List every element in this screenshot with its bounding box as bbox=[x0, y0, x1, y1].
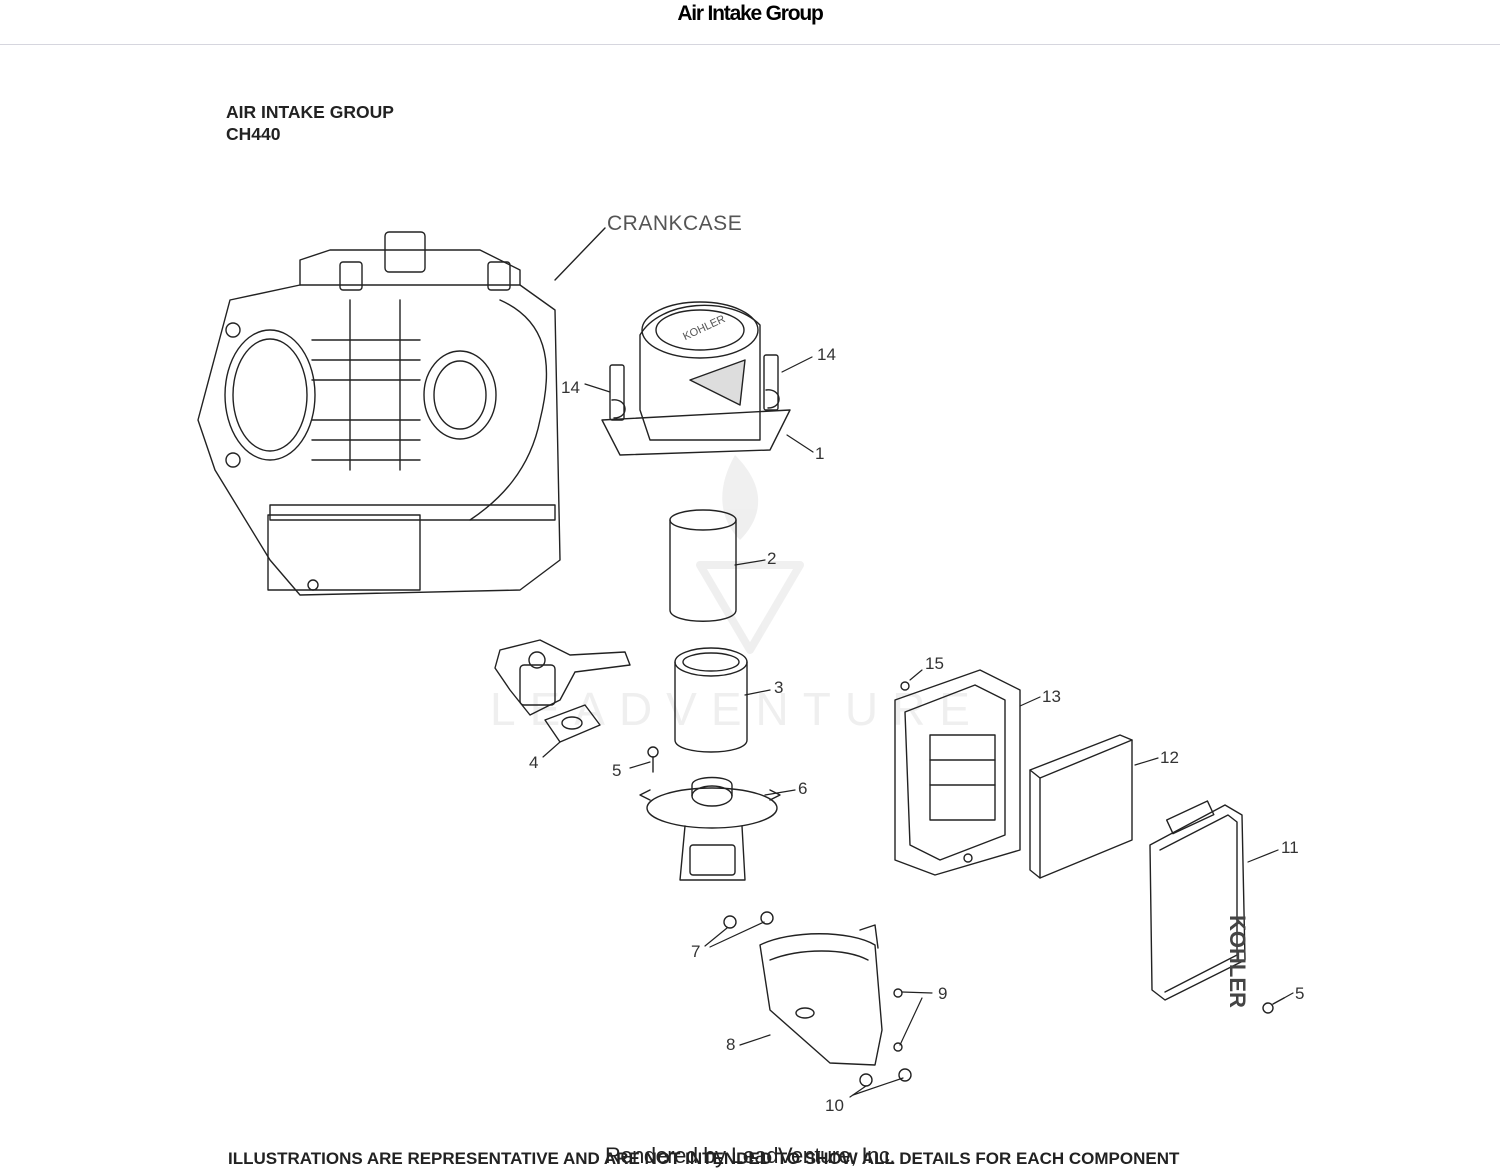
part-13-housing bbox=[895, 670, 1020, 875]
kohler-logo-cover: KOHLER bbox=[681, 313, 727, 343]
kohler-logo-panel: KOHLER bbox=[1225, 915, 1250, 1008]
callout-8: 8 bbox=[726, 1035, 735, 1054]
callout-2: 2 bbox=[767, 549, 776, 568]
part-15-screw bbox=[901, 682, 909, 690]
footer-disclaimer: ILLUSTRATIONS ARE REPRESENTATIVE AND ARE… bbox=[228, 1149, 1180, 1168]
callout-15: 15 bbox=[925, 654, 944, 673]
part-11-cover: KOHLER bbox=[1150, 801, 1250, 1008]
callout-14-right: 14 bbox=[817, 345, 836, 364]
part-3-filter-element bbox=[675, 648, 747, 752]
callout-3: 3 bbox=[774, 678, 783, 697]
callout-5: 5 bbox=[612, 761, 621, 780]
callout-13: 13 bbox=[1042, 687, 1061, 706]
part-5-screw-cover bbox=[1263, 998, 1284, 1013]
part-5-screw bbox=[648, 747, 658, 772]
page-header: Air Intake Group bbox=[0, 0, 1500, 45]
callout-12: 12 bbox=[1160, 748, 1179, 767]
part-4-gasket bbox=[545, 705, 600, 742]
part-14-clips bbox=[610, 355, 779, 420]
part-12-panel-filter bbox=[1030, 735, 1132, 878]
part-6-base-plate bbox=[640, 778, 780, 881]
callout-1: 1 bbox=[815, 444, 824, 463]
part-9-screws bbox=[894, 989, 902, 1051]
part-1-air-cleaner-base: KOHLER bbox=[602, 302, 790, 455]
callout-11: 11 bbox=[1281, 838, 1299, 857]
crankcase-illustration bbox=[198, 228, 605, 595]
page-title: Air Intake Group bbox=[677, 2, 824, 25]
leadventure-watermark: LEADVENTURE bbox=[490, 455, 984, 735]
part-8-shroud bbox=[760, 925, 882, 1065]
part-2-precleaner bbox=[670, 510, 736, 621]
watermark-text: LEADVENTURE bbox=[490, 683, 984, 735]
callout-14-left: 14 bbox=[561, 378, 580, 397]
callout-5-cover: 5 bbox=[1295, 984, 1304, 1003]
footer-rendered-by: Rendered by LeadVenture, Inc. bbox=[604, 1143, 896, 1168]
crankcase-reference-label: CRANKCASE bbox=[607, 212, 742, 235]
callout-9: 9 bbox=[938, 984, 947, 1003]
leader-lines bbox=[542, 356, 1294, 1098]
diagram-heading: AIR INTAKE GROUP CH440 bbox=[226, 101, 394, 145]
callout-7: 7 bbox=[691, 942, 700, 961]
callout-10: 10 bbox=[825, 1096, 844, 1115]
callout-4: 4 bbox=[529, 753, 538, 772]
callout-6: 6 bbox=[798, 779, 807, 798]
callout-numbers: 1 2 3 4 5 5 6 7 8 9 10 11 12 13 14 14 15 bbox=[529, 345, 1304, 1115]
part-7-nuts bbox=[724, 912, 773, 928]
diagram-heading-model: CH440 bbox=[226, 124, 281, 144]
carburetor-illustration bbox=[495, 640, 630, 715]
diagram-heading-title: AIR INTAKE GROUP bbox=[226, 102, 394, 122]
